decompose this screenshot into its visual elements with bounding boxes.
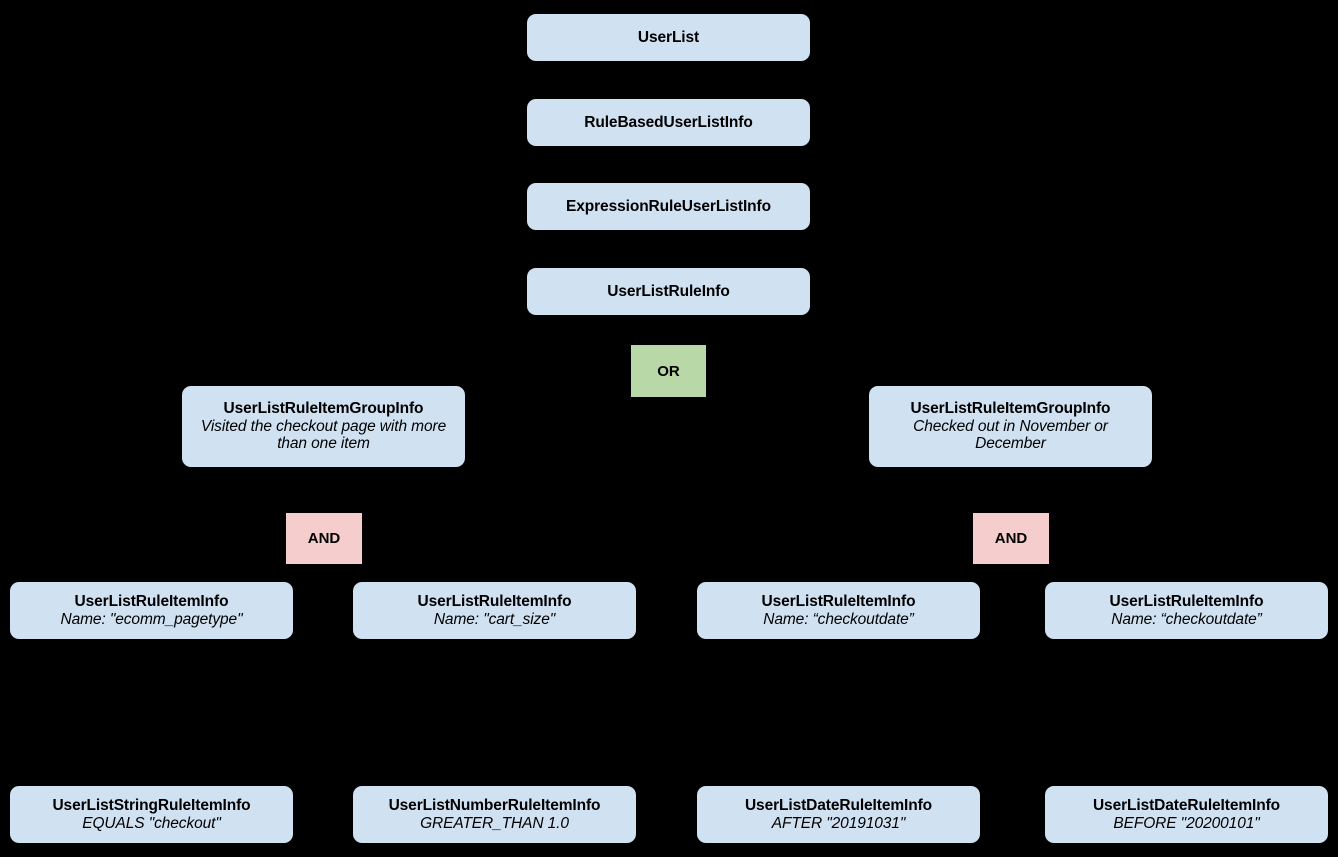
node-expression-rule-user-list-info[interactable]: ExpressionRuleUserListInfo: [527, 183, 810, 230]
node-subtitle: Name: “checkoutdate”: [763, 610, 914, 628]
node-leaf-date-rule-item-after[interactable]: UserListDateRuleItemInfo AFTER "20191031…: [697, 786, 980, 843]
node-title: UserListNumberRuleItemInfo: [388, 796, 601, 814]
operator-label: AND: [994, 530, 1028, 547]
node-title: UserListDateRuleItemInfo: [1092, 796, 1281, 814]
node-leaf-date-rule-item-before[interactable]: UserListDateRuleItemInfo BEFORE "2020010…: [1045, 786, 1328, 843]
operator-badge-or[interactable]: OR: [631, 345, 706, 397]
node-rule-item-3[interactable]: UserListRuleItemInfo Name: “checkoutdate…: [697, 582, 980, 639]
node-title: UserListRuleItemInfo: [761, 592, 916, 610]
node-title: RuleBasedUserListInfo: [584, 113, 753, 131]
node-rule-item-4[interactable]: UserListRuleItemInfo Name: “checkoutdate…: [1045, 582, 1328, 639]
node-title: UserListStringRuleItemInfo: [52, 796, 251, 814]
node-subtitle: GREATER_THAN 1.0: [420, 814, 569, 832]
node-subtitle: Name: "cart_size": [433, 610, 556, 628]
node-title: UserListDateRuleItemInfo: [744, 796, 933, 814]
node-rule-item-2[interactable]: UserListRuleItemInfo Name: "cart_size": [353, 582, 636, 639]
node-title: UserListRuleInfo: [607, 282, 730, 300]
node-title: ExpressionRuleUserListInfo: [566, 197, 771, 215]
operator-badge-and-right[interactable]: AND: [973, 513, 1049, 564]
node-subtitle: Name: "ecomm_pagetype": [60, 610, 243, 628]
node-subtitle: Visited the checkout page with more than…: [200, 417, 447, 453]
node-group-left[interactable]: UserListRuleItemGroupInfo Visited the ch…: [182, 386, 465, 467]
node-subtitle: BEFORE "20200101": [1113, 814, 1260, 832]
node-title: UserList: [637, 28, 700, 46]
node-subtitle: AFTER "20191031": [771, 814, 906, 832]
node-subtitle: EQUALS "checkout": [82, 814, 221, 832]
node-title: UserListRuleItemGroupInfo: [223, 399, 424, 417]
operator-label: OR: [657, 362, 680, 380]
node-title: UserListRuleItemInfo: [74, 592, 229, 610]
node-rule-based-user-list-info[interactable]: RuleBasedUserListInfo: [527, 99, 810, 146]
node-rule-item-1[interactable]: UserListRuleItemInfo Name: "ecomm_pagety…: [10, 582, 293, 639]
operator-label: AND: [307, 530, 341, 547]
operator-badge-and-left[interactable]: AND: [286, 513, 362, 564]
node-user-list[interactable]: UserList: [527, 14, 810, 61]
node-group-right[interactable]: UserListRuleItemGroupInfo Checked out in…: [869, 386, 1152, 467]
node-user-list-rule-info[interactable]: UserListRuleInfo: [527, 268, 810, 315]
node-leaf-string-rule-item[interactable]: UserListStringRuleItemInfo EQUALS "check…: [10, 786, 293, 843]
node-subtitle: Checked out in November or December: [913, 417, 1108, 453]
node-title: UserListRuleItemGroupInfo: [910, 399, 1111, 417]
node-title: UserListRuleItemInfo: [1109, 592, 1264, 610]
node-leaf-number-rule-item[interactable]: UserListNumberRuleItemInfo GREATER_THAN …: [353, 786, 636, 843]
node-subtitle: Name: “checkoutdate”: [1111, 610, 1262, 628]
node-title: UserListRuleItemInfo: [417, 592, 572, 610]
